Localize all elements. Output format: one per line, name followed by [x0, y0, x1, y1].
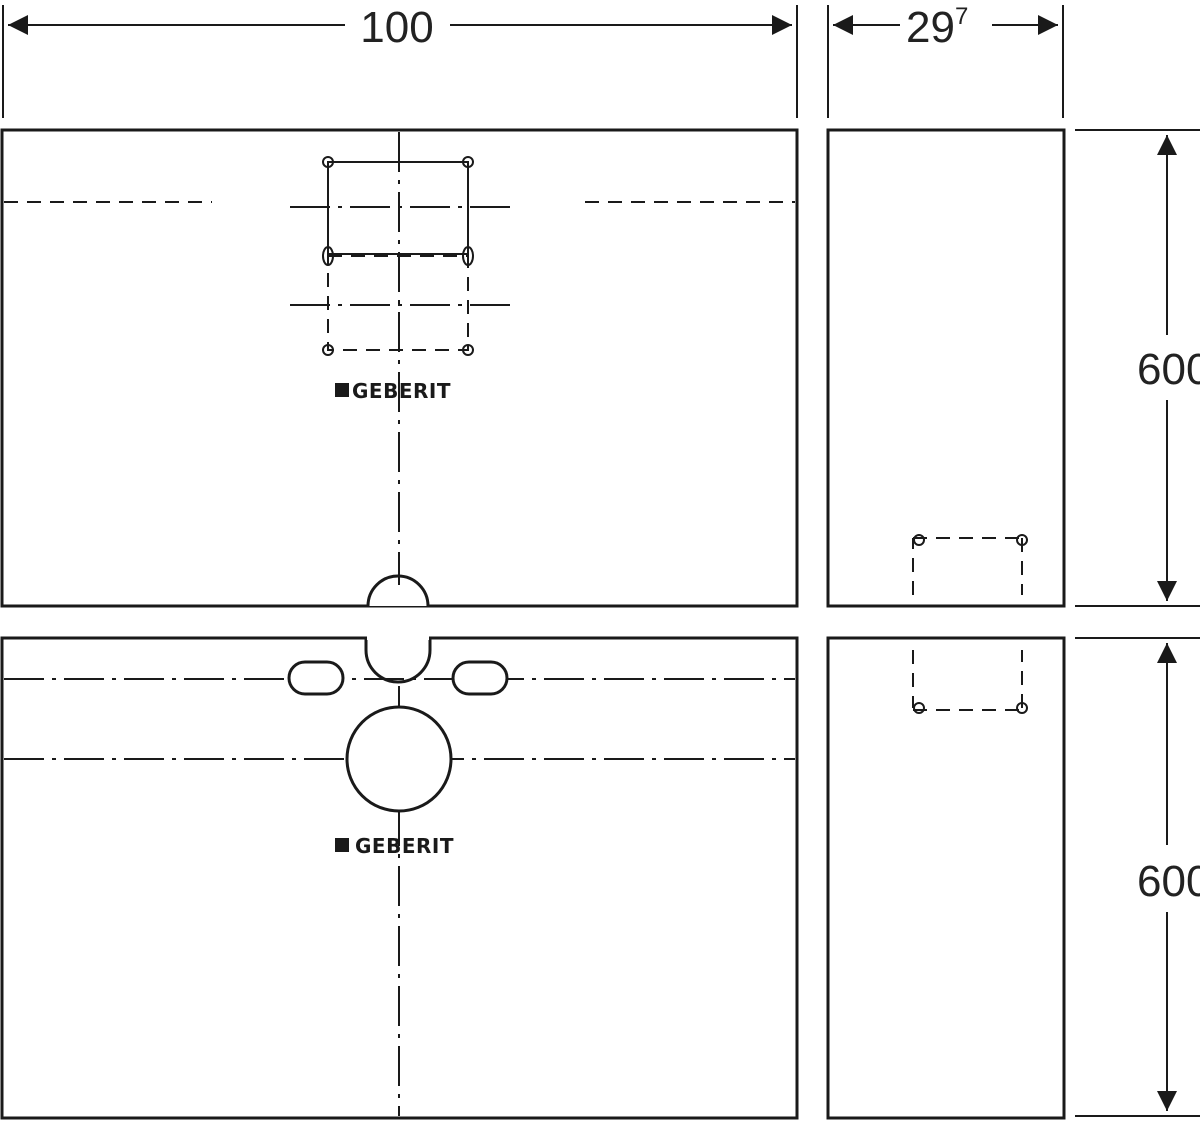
upper-side-outline	[826, 128, 1066, 608]
mount-hole-icon	[462, 156, 474, 168]
lower-side-panel	[826, 636, 1066, 1120]
upper-front-panel: GEBERIT	[0, 128, 799, 608]
width-label: 100	[360, 3, 433, 52]
mount-hole-icon	[322, 156, 334, 168]
slot-left-icon	[287, 660, 345, 696]
drain-hole-icon	[345, 705, 453, 813]
brand-label-lower: GEBERIT	[355, 834, 454, 858]
mount-hole-icon	[1016, 702, 1028, 714]
mount-hole-icon	[913, 534, 925, 546]
lower-front-panel: GEBERIT	[0, 636, 799, 1120]
height-label-lower: 600	[1137, 857, 1200, 906]
mount-hole-icon	[913, 702, 925, 714]
side-bracket-lower	[912, 650, 1023, 711]
width-dimension: 100	[2, 3, 798, 118]
lower-side-outline	[826, 636, 1066, 1120]
mount-hole-icon	[462, 246, 474, 266]
side-bracket-upper	[912, 537, 1023, 595]
mount-hole-icon	[322, 246, 334, 266]
depth-label: 297	[906, 3, 968, 52]
brand-square-icon	[335, 383, 349, 397]
lower-notch	[364, 638, 432, 684]
height-dimension-upper: 600	[1075, 129, 1200, 607]
slot-right-icon	[451, 660, 509, 696]
flush-plate-alt-cutout	[327, 255, 469, 351]
mount-hole-icon	[322, 344, 334, 356]
height-dimension-lower: 600	[1075, 637, 1200, 1117]
upper-side-panel	[826, 128, 1066, 608]
mount-hole-icon	[1016, 534, 1028, 546]
brand-square-icon	[335, 838, 349, 852]
depth-dimension: 297	[827, 3, 1064, 118]
height-label-upper: 600	[1137, 345, 1200, 394]
brand-label-upper: GEBERIT	[352, 379, 451, 403]
flush-plate-cutout	[327, 161, 469, 255]
mount-hole-icon	[462, 344, 474, 356]
